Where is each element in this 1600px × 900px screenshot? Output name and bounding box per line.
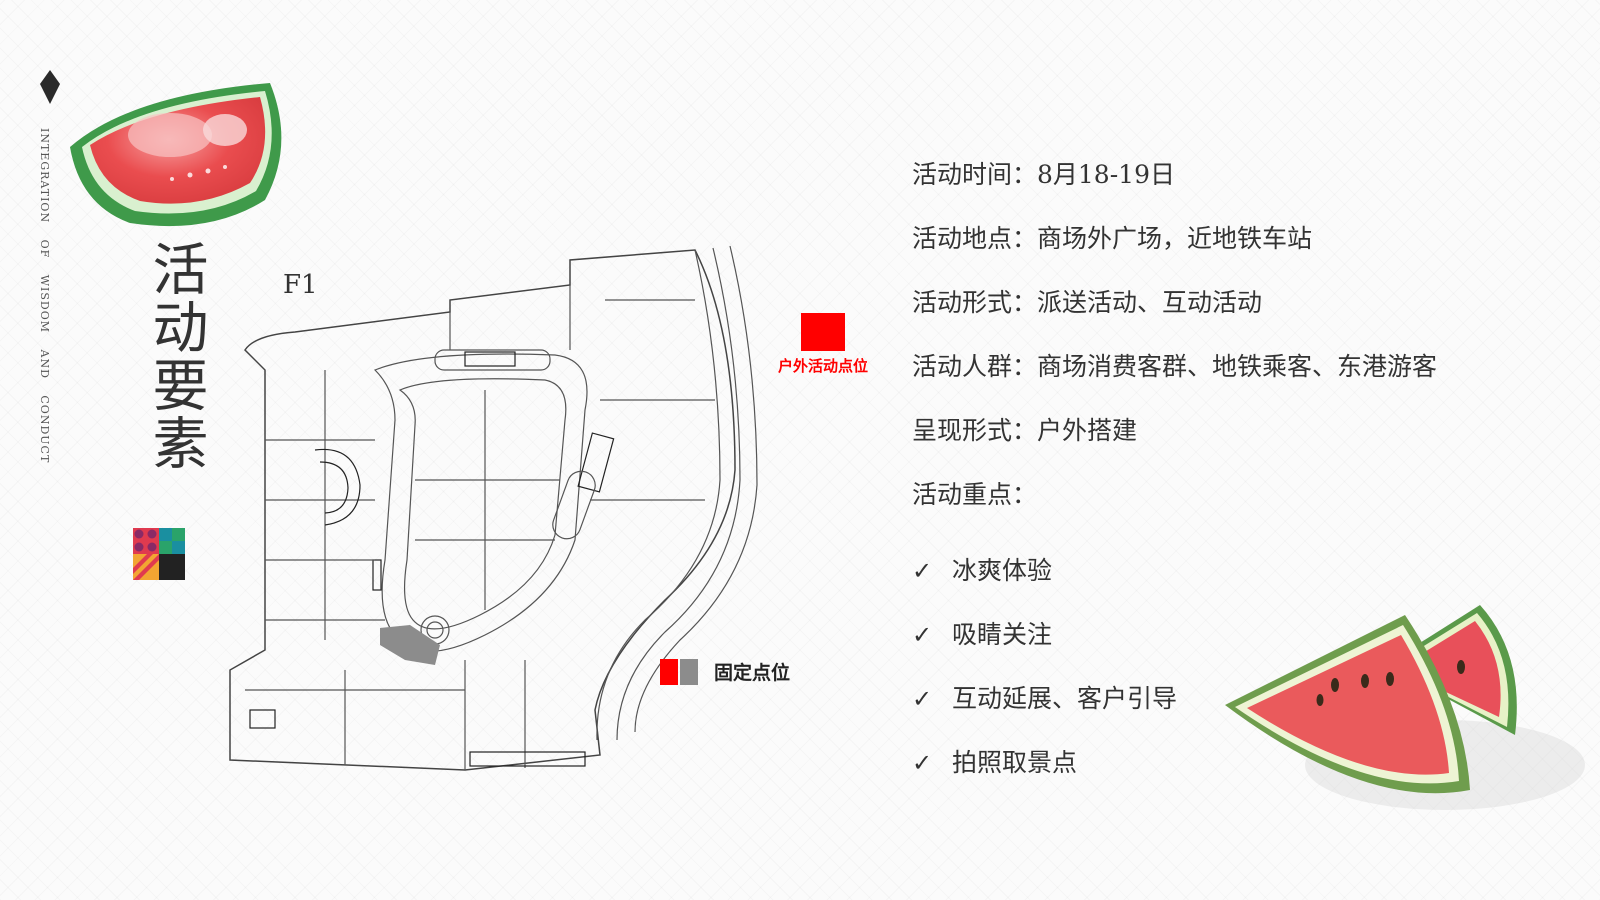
vertical-tagline: INTEGRATION OF WISDOM AND CONDUCT: [38, 128, 51, 464]
focus-item: ✓ 吸睛关注: [912, 603, 1552, 667]
info-list: 活动时间：8月18-19日 活动地点：商场外广场，近地铁车站 活动形式：派送活动…: [912, 155, 1552, 795]
focus-item-label: 吸睛关注: [952, 620, 1053, 649]
diamond-icon: [40, 70, 60, 104]
info-time: 活动时间：8月18-19日: [912, 160, 1175, 189]
info-format: 活动形式：派送活动、互动活动: [912, 288, 1263, 317]
floor-label: F1: [283, 270, 318, 300]
legend-swatch-gray: [680, 658, 698, 685]
legend: 固定点位: [660, 658, 790, 685]
watermelon-wedges-image: [1225, 605, 1585, 810]
focus-item: ✓ 冰爽体验: [912, 539, 1552, 603]
outdoor-activity-marker: [801, 313, 845, 351]
check-icon: ✓: [912, 557, 933, 585]
info-location: 活动地点：商场外广场，近地铁车站: [912, 224, 1313, 253]
check-icon: ✓: [912, 749, 933, 777]
check-icon: ✓: [912, 621, 933, 649]
legend-label: 固定点位: [714, 662, 791, 684]
info-audience: 活动人群：商场消费客群、地铁乘客、东港游客: [912, 352, 1438, 381]
legend-swatch-red: [660, 658, 678, 685]
outdoor-activity-label: 户外活动点位: [778, 357, 869, 375]
watermelon-slice-image: [70, 83, 282, 227]
page-title: 活动要素: [143, 240, 208, 472]
color-block-icon: [133, 528, 185, 580]
focus-item-label: 互动延展、客户引导: [952, 684, 1178, 713]
focus-item-label: 拍照取景点: [952, 748, 1078, 777]
focus-item: ✓ 拍照取景点: [912, 731, 1552, 795]
check-icon: ✓: [912, 685, 933, 713]
floorplan-image: [229, 245, 758, 771]
focus-item-label: 冰爽体验: [952, 556, 1053, 585]
info-presentation: 呈现形式：户外搭建: [912, 416, 1138, 445]
focus-item: ✓ 互动延展、客户引导: [912, 667, 1552, 731]
info-focus-heading: 活动重点：: [912, 480, 1038, 509]
